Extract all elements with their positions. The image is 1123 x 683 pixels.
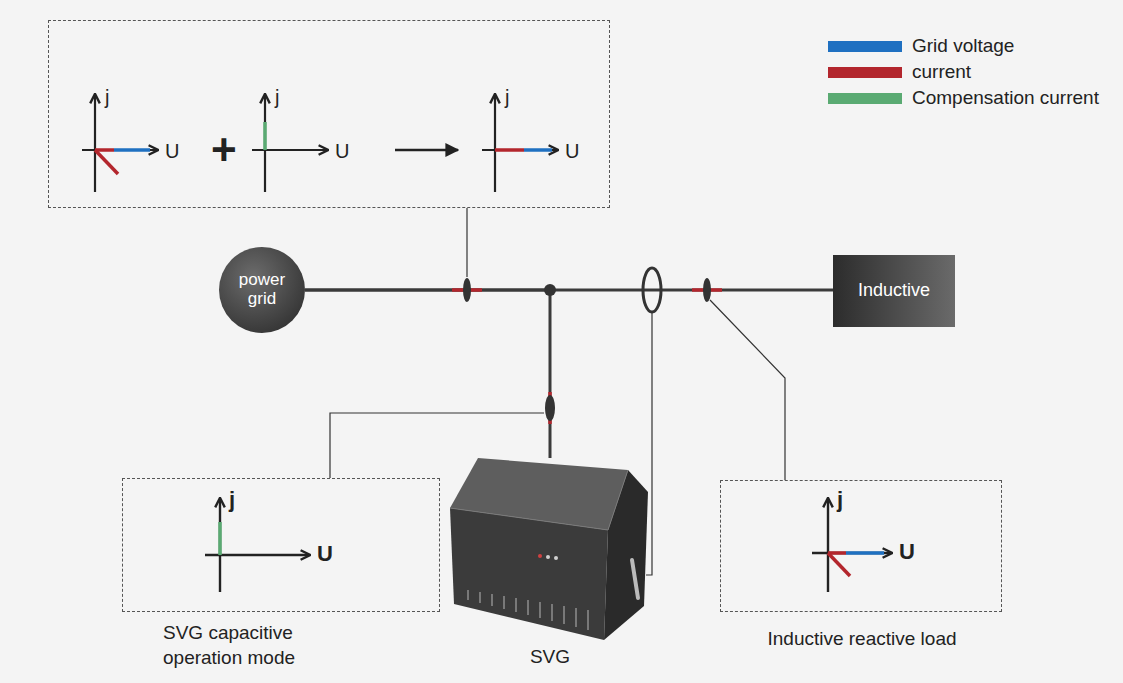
axis-label: U <box>899 539 915 565</box>
legend-text: Compensation current <box>912 87 1099 109</box>
phasor-diagram <box>114 148 150 152</box>
junction-dot <box>544 284 556 296</box>
phasor-diagram <box>812 499 891 592</box>
svg-device <box>551 604 553 621</box>
axis-label: U <box>165 139 179 163</box>
current-clamp <box>452 268 722 424</box>
power-wire <box>305 290 550 458</box>
legend-row: Grid voltage <box>828 33 1099 59</box>
svg-device <box>450 458 648 640</box>
svg-device <box>632 560 638 598</box>
svg-device <box>491 594 493 606</box>
current-clamp <box>463 278 471 302</box>
current-clamp <box>545 395 555 421</box>
phasor-diagram <box>524 148 552 152</box>
phasor-diagram <box>495 148 524 152</box>
leader-line <box>330 208 785 575</box>
legend-swatch <box>828 93 902 104</box>
svg-device <box>587 610 589 630</box>
svg-device <box>467 590 469 600</box>
phasor-diagram <box>828 553 850 576</box>
legend-text: current <box>912 61 971 83</box>
axis-label: j <box>275 85 279 109</box>
svg-device <box>575 608 577 627</box>
svg-device <box>604 470 648 640</box>
phasor-diagram <box>94 95 96 192</box>
caption: SVG capacitive operation mode <box>163 621 348 670</box>
svg-device <box>538 554 542 558</box>
svg-device <box>563 606 565 624</box>
node-label: Inductive <box>858 280 930 302</box>
phasor-diagram <box>494 95 496 192</box>
result-arrow <box>395 149 458 152</box>
node-label: power grid <box>231 271 293 308</box>
svg-device <box>527 600 529 615</box>
current-clamp <box>643 268 661 312</box>
phasor-diagram <box>827 499 829 592</box>
legend-text: Grid voltage <box>912 35 1014 57</box>
svg-device <box>503 596 505 609</box>
axis-label: j <box>837 487 843 513</box>
svg-device <box>515 598 517 612</box>
axis-label: U <box>565 139 579 163</box>
svg-device <box>479 592 481 603</box>
axis-label: + <box>211 128 237 172</box>
leader-line <box>466 208 467 277</box>
svg-device <box>546 555 550 559</box>
svg-device <box>450 508 608 640</box>
device-node: SVG <box>450 458 650 674</box>
load-box: Inductive <box>833 255 955 327</box>
phasor-diagram <box>812 552 891 554</box>
phasor-diagram <box>264 95 266 192</box>
caption: Inductive reactive load <box>721 627 1003 652</box>
phasor-diagram <box>263 122 267 150</box>
phasor-panel: jUInductive reactive load <box>720 480 1002 612</box>
axis-label: j <box>505 85 509 109</box>
phasor-diagram <box>846 551 884 555</box>
svg-device <box>554 556 558 560</box>
phasor-panel: jU + jUjU <box>48 20 610 208</box>
leader-line <box>646 313 652 575</box>
axis-label: j <box>229 487 235 513</box>
phasor-diagram <box>218 522 222 555</box>
phasor-diagram <box>482 95 557 192</box>
legend-row: Compensation current <box>828 85 1099 111</box>
leader-line <box>710 300 785 480</box>
phasor-diagram <box>205 499 309 592</box>
phasor-diagram <box>482 149 557 151</box>
caption: SVG <box>450 645 650 670</box>
svg-device <box>468 590 588 630</box>
legend-swatch <box>828 67 902 78</box>
phasor-diagram <box>95 150 118 174</box>
grid-circle: power grid <box>219 247 305 333</box>
legend-swatch <box>828 41 902 52</box>
phasor-diagram <box>252 95 327 192</box>
legend: Grid voltage currentCompensation current <box>828 33 1099 111</box>
phasor-diagram <box>82 149 157 151</box>
svg-device <box>450 470 628 530</box>
phasor-diagram <box>219 499 221 592</box>
phasor-panel: jUSVG capacitive operation mode <box>122 478 440 612</box>
axis-label: j <box>105 85 109 109</box>
axis-label: U <box>335 139 349 163</box>
phasor-diagram <box>82 95 157 192</box>
svg-device <box>539 602 541 618</box>
legend-row: current <box>828 59 1099 85</box>
axis-label: U <box>317 541 333 567</box>
current-clamp <box>703 278 711 302</box>
